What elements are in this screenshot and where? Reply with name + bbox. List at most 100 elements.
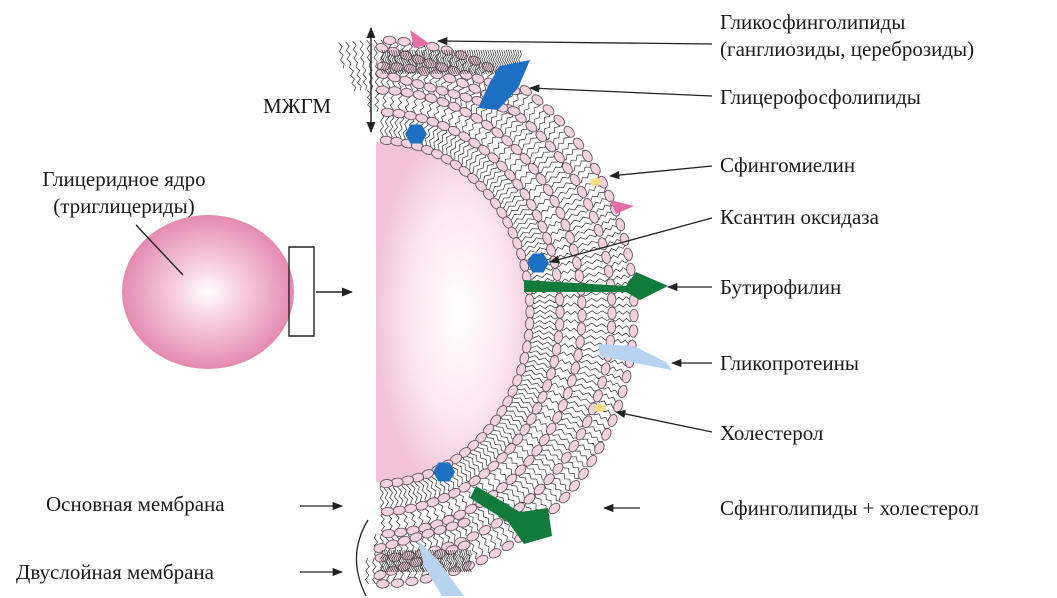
phospholipid-head [600, 362, 611, 376]
phospholipid-head [526, 306, 534, 318]
phospholipid-head [577, 322, 586, 335]
leader-cholesterol [616, 412, 712, 432]
phospholipid-head [475, 554, 490, 567]
phospholipid-head [394, 527, 407, 537]
label-xanthine-oxidase: Ксантин оксидаза [720, 204, 879, 230]
phospholipid-head [601, 250, 612, 264]
lipid-tail [580, 278, 610, 284]
phospholipid-head [376, 580, 389, 589]
phospholipid-head [592, 389, 604, 404]
label-sphingolipids-cholesterol: Сфинголипиды + холестерол [720, 495, 979, 521]
phospholipid-head [562, 386, 574, 401]
phospholipid-head [554, 206, 567, 221]
label-sphingomyelin: Сфингомиелин [720, 152, 855, 178]
lipid-tail [375, 66, 378, 90]
phospholipid-head [557, 490, 572, 505]
phospholipid-head [596, 375, 608, 389]
label-glycosphingolipids-detail: (ганглиозиды, цереброзиды) [720, 36, 974, 62]
lipid-tail [578, 265, 607, 272]
phospholipid-head [606, 413, 619, 428]
phospholipid-head [488, 547, 503, 560]
label-bilayer-membrane: Двуслойная мембрана [16, 559, 214, 585]
phospholipid-head [578, 309, 587, 322]
lipid-tail [540, 447, 565, 461]
phospholipid-head [564, 230, 576, 244]
phospholipid-head [383, 36, 396, 45]
phospholipid-head [547, 501, 562, 516]
lipid-tail [366, 558, 370, 584]
phospholipid-head [551, 343, 562, 357]
lipid-tail [367, 40, 371, 66]
cholesterol-marker [590, 178, 602, 186]
phospholipid-head [612, 399, 624, 414]
phospholipid-head [551, 268, 562, 282]
lipid-tail [507, 155, 522, 172]
label-butyrophilin: Бутирофилин [720, 274, 841, 300]
phospholipid-head [399, 75, 413, 87]
phospholipid-head [392, 109, 405, 119]
lipid-tail [553, 184, 578, 198]
phospholipid-head [571, 256, 582, 270]
phospholipid-head [562, 124, 577, 139]
lipid-tail [530, 326, 560, 330]
phospholipid-head [614, 217, 626, 231]
phospholipid-head [404, 110, 418, 121]
phospholipid-head [471, 73, 486, 85]
lipid-tail [573, 239, 601, 248]
lipid-tail [380, 484, 384, 512]
phospholipid-head [567, 478, 581, 493]
label-glycoproteins: Гликопротеины [720, 350, 859, 376]
phospholipid-head [552, 113, 567, 128]
lipid-tail [373, 558, 376, 584]
leader-glycerophospholipids [530, 88, 712, 96]
lipid-tail [568, 220, 595, 230]
phospholipid-head [388, 86, 401, 96]
bilayer-brace [356, 520, 368, 596]
lipid-tail [521, 174, 537, 189]
phospholipid-head [556, 398, 569, 413]
phospholipid-head [626, 263, 636, 277]
lipid-tail [558, 196, 584, 209]
phospholipid-head [623, 247, 634, 261]
phospholipid-head [382, 529, 395, 538]
phospholipid-head [600, 427, 613, 442]
lipid-tail [552, 427, 578, 439]
phospholipid-head [607, 293, 616, 306]
phospholipid-head [588, 210, 601, 225]
phospholipid-head [541, 103, 556, 118]
phospholipid-head [412, 90, 426, 101]
lipid-tail [346, 42, 351, 68]
lipid-tail [356, 67, 361, 91]
phospholipid-head [593, 441, 606, 456]
phospholipid-head [423, 82, 437, 94]
phospholipid-head [608, 307, 616, 319]
phospholipid-head [573, 348, 584, 362]
phospholipid-head [555, 293, 564, 306]
phospholipid-head [556, 306, 564, 318]
phospholipid-head [376, 86, 389, 95]
leader-sphingomyelin [610, 166, 712, 176]
phospholipid-head [518, 84, 533, 98]
phospholipid-head [377, 62, 390, 71]
phospholipid-head [585, 454, 599, 469]
phospholipid-head [391, 578, 404, 587]
lipid-tail [380, 112, 384, 140]
phospholipid-head [607, 321, 616, 334]
phospholipid-head [575, 185, 588, 200]
phospholipid-head [424, 92, 438, 103]
magnified-core-half [376, 142, 526, 482]
phospholipid-head [604, 264, 614, 278]
cholesterol-marker [594, 404, 606, 412]
butyrophilin-marker [524, 272, 668, 300]
phospholipid-head [619, 232, 630, 246]
lipid-tail [374, 40, 377, 66]
lipid-tail [610, 274, 632, 280]
phospholipid-head [397, 37, 410, 47]
phospholipid-head [582, 197, 595, 212]
phospholipid-head [575, 335, 585, 348]
lipid-tail [608, 259, 629, 266]
lipid-tail [605, 244, 626, 252]
label-cholesterol: Холестерол [720, 420, 823, 446]
leader-glycosphingolipids [438, 41, 712, 44]
phospholipid-head [555, 318, 564, 331]
